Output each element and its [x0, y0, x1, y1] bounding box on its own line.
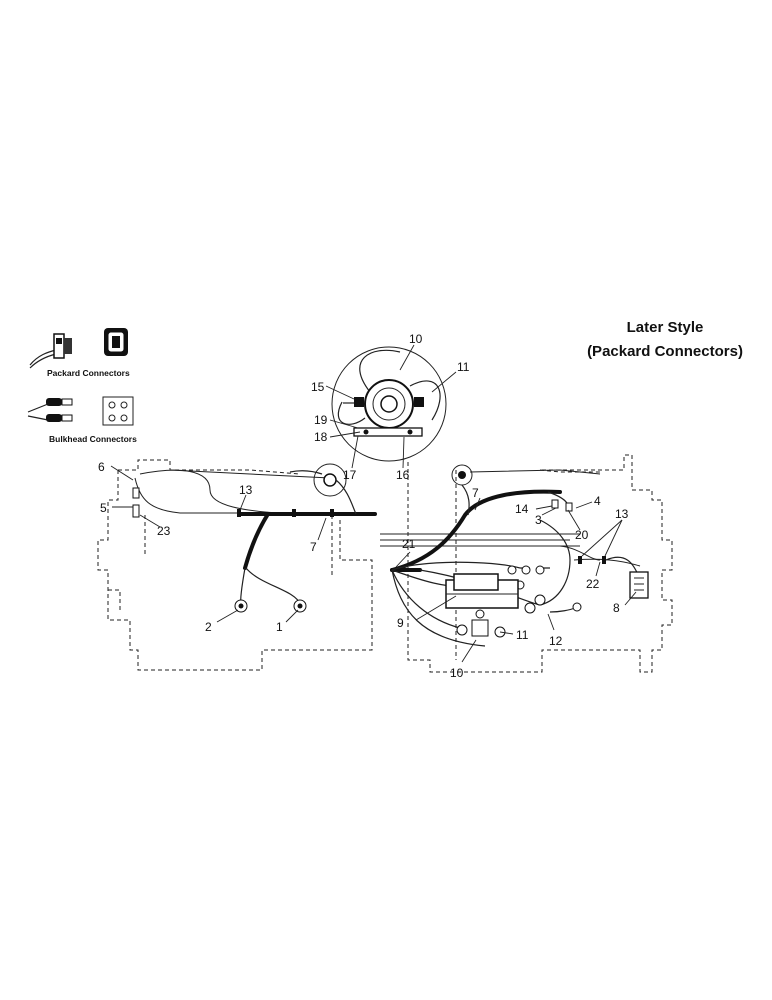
- callout-12: 12: [549, 634, 563, 648]
- callout-2: 2: [205, 620, 212, 634]
- callout-6: 6: [98, 460, 105, 474]
- callout-1: 1: [276, 620, 283, 634]
- callout-22: 22: [586, 577, 600, 591]
- callout-numbers: 10 11 15 19 18 17 16 6 13 5 23 7 2 1 7 4…: [98, 332, 629, 680]
- callout-18: 18: [314, 430, 328, 444]
- packard-connector-side-icon: [29, 333, 72, 369]
- alternator-detail: [331, 346, 447, 462]
- callout-20: 20: [575, 528, 589, 542]
- title-line-1: Later Style: [626, 319, 704, 336]
- bulkhead-connectors-label: Bulkhead Connectors: [49, 434, 137, 444]
- callout-7-right: 7: [472, 486, 479, 500]
- callout-10-bottom: 10: [450, 666, 464, 680]
- callout-14: 14: [515, 502, 529, 516]
- callout-10-top: 10: [409, 332, 423, 346]
- callout-15: 15: [311, 380, 325, 394]
- right-engine-outline: [407, 454, 673, 673]
- callout-21: 21: [402, 537, 416, 551]
- bulkhead-connector-face-icon: [102, 396, 134, 426]
- callout-7-left: 7: [310, 540, 317, 554]
- callout-8: 8: [613, 601, 620, 615]
- callout-4: 4: [594, 494, 601, 508]
- callout-17: 17: [343, 468, 357, 482]
- callout-11-bottom: 11: [516, 628, 529, 642]
- bulkhead-connector-side-icon: [27, 398, 73, 422]
- left-engine-outline: [97, 459, 373, 671]
- callout-3: 3: [535, 513, 542, 527]
- callout-5: 5: [100, 501, 107, 515]
- starter-assembly: [445, 573, 519, 638]
- callout-19: 19: [314, 413, 328, 427]
- callout-9: 9: [397, 616, 404, 630]
- callout-13-right: 13: [615, 507, 629, 521]
- callout-23: 23: [157, 524, 171, 538]
- callout-leaders: [110, 344, 637, 663]
- callout-13-left: 13: [239, 483, 253, 497]
- callout-11-top: 11: [457, 360, 470, 374]
- left-harness: [132, 463, 377, 613]
- right-harness: [380, 464, 649, 647]
- title-line-2: (Packard Connectors): [587, 343, 743, 360]
- packard-connector-face-icon: [104, 328, 128, 356]
- packard-connectors-label: Packard Connectors: [47, 368, 130, 378]
- callout-16: 16: [396, 468, 410, 482]
